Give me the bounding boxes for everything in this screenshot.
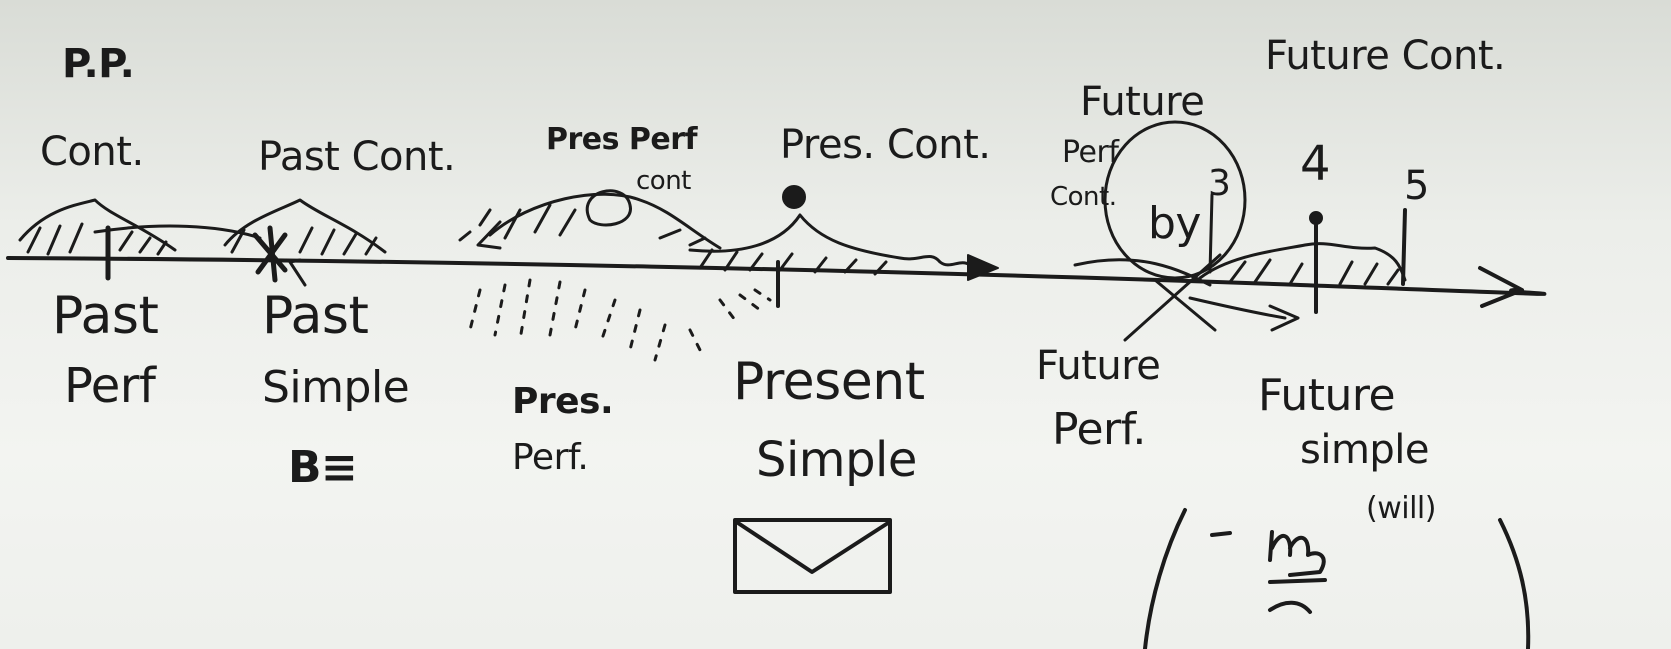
pres-perf-cont-arrow	[478, 222, 500, 248]
label-present-simple-2: Simple	[756, 436, 917, 484]
label-future-perf-cont-3: Cont.	[1050, 184, 1117, 210]
label-present-simple-1: Present	[733, 356, 925, 408]
future-right-arc	[1500, 520, 1528, 649]
envelope-icon	[735, 520, 890, 592]
past-simple-arrow	[290, 260, 305, 285]
future-perf-cont-tick	[1210, 195, 1212, 272]
label-pp-cont-bottom: Cont.	[40, 132, 144, 172]
label-pres-cont: Pres. Cont.	[780, 125, 991, 165]
label-future-perf-1: Future	[1036, 346, 1160, 386]
label-num-3: 3	[1208, 166, 1230, 202]
future-bracket	[1145, 510, 1185, 649]
label-pp-cont-top: P.P.	[62, 44, 134, 84]
label-future-simple-2: simple	[1300, 430, 1429, 470]
past-simple-symbol-icon: B≡	[288, 446, 357, 490]
timeline-arrowhead-icon	[1480, 268, 1522, 306]
label-pres-perf-1: Pres.	[512, 384, 613, 420]
label-pres-perf-cont-bottom: cont	[636, 168, 691, 194]
label-past-cont: Past Cont.	[258, 137, 455, 177]
pres-perf-cont-loop	[587, 191, 630, 225]
future-cont-dot	[1310, 212, 1322, 224]
pres-cont-dot	[783, 186, 805, 208]
label-by: by	[1148, 202, 1201, 246]
label-pres-perf-2: Perf.	[512, 440, 588, 476]
past-simple-cross-icon	[255, 228, 285, 280]
pres-perf-cont-arc	[490, 194, 720, 248]
pp-cont-hatch	[28, 224, 166, 254]
label-past-perf-2: Perf	[64, 362, 155, 410]
hand-icon	[1270, 532, 1325, 612]
label-future-simple-3: (will)	[1366, 494, 1436, 524]
label-future-simple-1: Future	[1258, 374, 1395, 418]
label-future-perf-cont-2: Perf	[1062, 138, 1118, 168]
label-past-perf-1: Past	[52, 290, 158, 342]
label-num-5: 5	[1404, 166, 1429, 206]
label-future-perf-2: Perf.	[1052, 408, 1146, 452]
label-num-4: 4	[1300, 140, 1330, 188]
future-5-tick	[1403, 210, 1405, 284]
label-future-perf-cont-1: Future	[1080, 82, 1204, 122]
pres-perf-dots	[470, 280, 770, 360]
label-past-simple-1: Past	[262, 290, 368, 342]
dash-mark	[1212, 533, 1230, 535]
label-past-simple-2: Simple	[262, 366, 409, 410]
label-future-cont: Future Cont.	[1265, 36, 1505, 76]
label-pres-perf-cont-top: Pres Perf	[546, 125, 697, 155]
future-perf-arrow	[1190, 298, 1285, 318]
